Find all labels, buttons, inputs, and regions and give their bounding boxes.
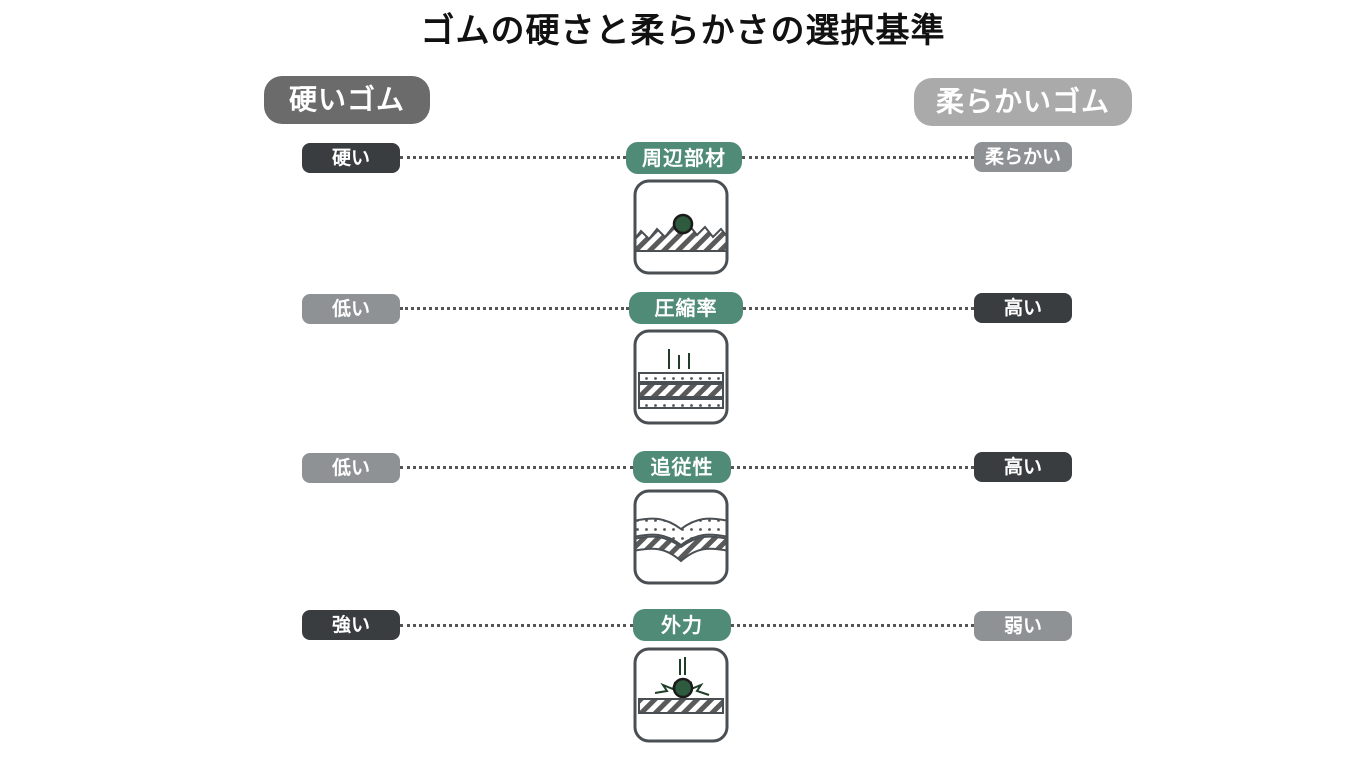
left-value-pill: 低い <box>302 453 400 483</box>
left-value-pill: 強い <box>302 610 400 640</box>
connector-right <box>742 156 974 159</box>
criterion-label: 周辺部材 <box>626 142 742 174</box>
criterion-label: 追従性 <box>633 451 731 483</box>
rough-surface-with-ball-icon <box>633 179 729 275</box>
criterion-label: 外力 <box>633 609 731 641</box>
hard-rubber-heading: 硬いゴム <box>264 76 430 124</box>
compression-layers-icon <box>633 329 729 425</box>
left-value-pill: 低い <box>302 294 400 324</box>
impact-ball-icon <box>633 647 729 743</box>
connector-left <box>400 307 629 310</box>
connector-right <box>743 307 974 310</box>
soft-rubber-heading: 柔らかいゴム <box>914 78 1132 126</box>
page-title: ゴムの硬さと柔らかさの選択基準 <box>420 11 946 51</box>
criterion-label: 圧縮率 <box>629 292 743 324</box>
connector-right <box>731 624 974 627</box>
right-value-pill: 弱い <box>974 611 1072 641</box>
right-value-pill: 柔らかい <box>974 142 1072 172</box>
connector-left <box>400 156 626 159</box>
right-value-pill: 高い <box>974 293 1072 323</box>
connector-left <box>400 466 633 469</box>
wavy-conformance-icon <box>633 489 729 585</box>
connector-left <box>400 624 633 627</box>
connector-right <box>731 466 974 469</box>
left-value-pill: 硬い <box>302 143 400 173</box>
right-value-pill: 高い <box>974 452 1072 482</box>
